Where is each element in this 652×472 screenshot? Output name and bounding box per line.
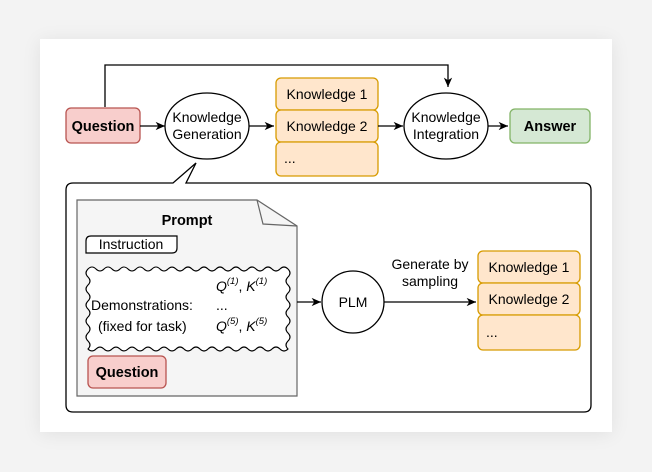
knowledge-integration-label-line1: Knowledge (411, 109, 480, 125)
answer-node: Answer (509, 108, 591, 144)
skip-connector-arrow (104, 64, 453, 107)
demo-ellipsis: ... (216, 297, 228, 313)
diagram-canvas: Question Knowledge Generation Knowledge … (40, 39, 612, 432)
demo-line-last: Q(5), K(5) (216, 316, 267, 334)
sampling-label-line2: sampling (402, 273, 458, 289)
prompt-title: Prompt (162, 213, 213, 229)
sampling-label-line1: Generate by (391, 256, 468, 272)
knowledge-integration-node: Knowledge Integration (403, 92, 489, 160)
demonstrations-sublabel: (fixed for task) (98, 318, 187, 334)
knowledge-item: Knowledge 1 (275, 77, 379, 111)
question-node: Question (65, 107, 141, 144)
prompt-question-label: Question (96, 365, 159, 381)
generated-knowledge-label: Knowledge 2 (489, 291, 570, 307)
demonstrations-box: Q(1), K(1) Demonstrations: ... (fixed fo… (85, 266, 291, 352)
prompt-panel: Prompt Instruction Q(1), K(1) Demonstrat… (76, 199, 298, 397)
knowledge-item-label: Knowledge 2 (287, 118, 368, 134)
generated-knowledge-item: ... (477, 314, 581, 351)
knowledge-item-label: Knowledge 1 (287, 86, 368, 102)
instruction-label: Instruction (99, 236, 164, 252)
generated-knowledge-label: Knowledge 1 (489, 259, 570, 275)
knowledge-prompting-diagram: Question Knowledge Generation Knowledge … (65, 64, 592, 413)
knowledge-generation-node: Knowledge Generation (164, 92, 250, 160)
generated-knowledge-item: Knowledge 1 (477, 250, 581, 284)
knowledge-item: ... (275, 141, 379, 177)
plm-node: PLM (321, 270, 385, 334)
instruction-box: Instruction (85, 235, 178, 254)
demo-line-first: Q(1), K(1) (216, 276, 267, 294)
knowledge-integration-label-line2: Integration (413, 126, 479, 142)
plm-label: PLM (339, 294, 368, 310)
generated-knowledge-list: Knowledge 1 Knowledge 2 ... (477, 250, 581, 351)
demonstrations-label: Demonstrations: (91, 297, 193, 313)
knowledge-generation-label-line1: Knowledge (172, 109, 241, 125)
knowledge-list-top: Knowledge 1 Knowledge 2 ... (275, 77, 379, 177)
knowledge-generation-label-line2: Generation (172, 126, 241, 142)
answer-label: Answer (524, 119, 577, 135)
prompt-question-node: Question (87, 355, 167, 389)
question-label: Question (72, 119, 135, 135)
knowledge-item-label: ... (284, 150, 296, 166)
generated-knowledge-item: Knowledge 2 (477, 282, 581, 316)
knowledge-item: Knowledge 2 (275, 109, 379, 143)
generated-knowledge-label: ... (486, 324, 498, 340)
